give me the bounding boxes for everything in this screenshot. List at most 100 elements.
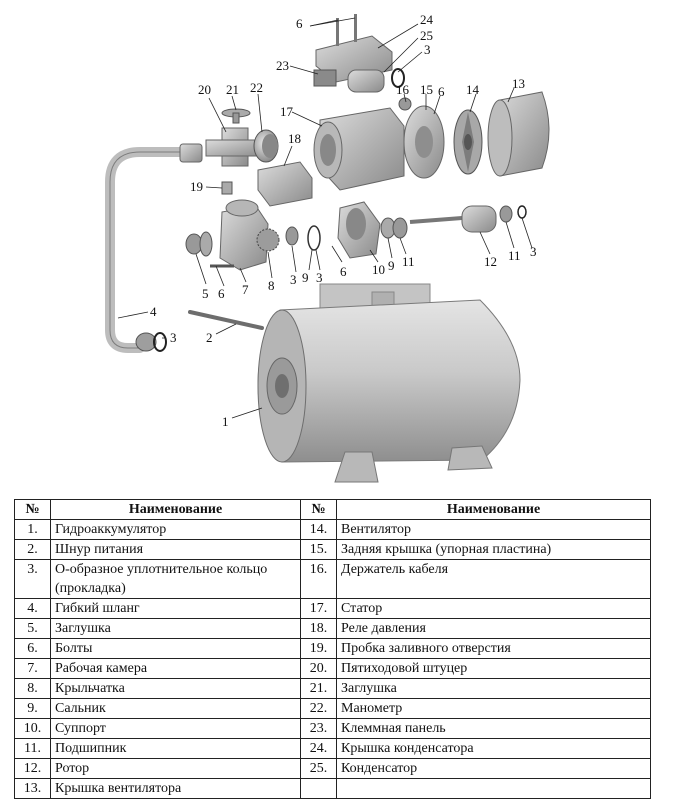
- callout-12: 12: [484, 254, 497, 269]
- part-name-left: Шнур питания: [50, 539, 301, 560]
- callout-9: 9: [302, 270, 309, 285]
- stator-part: [313, 107, 405, 191]
- part-name-right: Задняя крышка (упорная пластина): [336, 539, 651, 560]
- part-number-left: 12.: [14, 758, 51, 779]
- callout-13: 13: [512, 76, 525, 91]
- callout-10: 10: [372, 262, 385, 277]
- part-name-left: Рабочая камера: [50, 658, 301, 679]
- part-number-left: 5.: [14, 618, 51, 639]
- rear-cover-part: [398, 97, 445, 179]
- part-name-left: Болты: [50, 638, 301, 659]
- part-number-left: 7.: [14, 658, 51, 679]
- fan-part: [453, 109, 483, 175]
- callout-6: 6: [438, 84, 445, 99]
- callout-20: 20: [198, 82, 211, 97]
- part-number-left: 6.: [14, 638, 51, 659]
- part-number-right: 21.: [300, 678, 337, 699]
- callout-leaders: [117, 17, 533, 419]
- part-name-left: Заглушка: [50, 618, 301, 639]
- pressure-switch-part: [257, 161, 313, 207]
- callout-6: 6: [218, 286, 225, 301]
- callout-numbers: 6 24 25 3 23 16 15 6 14 13 20 21 22 17 1…: [150, 12, 537, 429]
- part-name-right: Вентилятор: [336, 519, 651, 540]
- part-name-left: Крыльчатка: [50, 678, 301, 699]
- part-number-left: 9.: [14, 698, 51, 719]
- part-name-right: Статор: [336, 598, 651, 619]
- part-name-right: Держатель кабеля: [336, 559, 651, 599]
- part-number-left: 4.: [14, 598, 51, 619]
- part-name-right: Крышка конденсатора: [336, 738, 651, 759]
- header-name-left: Наименование: [50, 499, 301, 520]
- part-number-left: 8.: [14, 678, 51, 699]
- callout-25: 25: [420, 28, 433, 43]
- header-num-left: №: [14, 499, 51, 520]
- part-number-left: 10.: [14, 718, 51, 739]
- part-number-right: 19.: [300, 638, 337, 659]
- parts-table: № Наименование № Наименование 1.Гидроакк…: [14, 499, 651, 799]
- callout-17: 17: [280, 104, 294, 119]
- flexible-hose-part: [105, 143, 203, 353]
- header-num-right: №: [300, 499, 337, 520]
- callout-1: 1: [222, 414, 229, 429]
- callout-4: 4: [150, 304, 157, 319]
- callout-16: 16: [396, 82, 410, 97]
- part-number-right: 17.: [300, 598, 337, 619]
- header-name-right: Наименование: [336, 499, 651, 520]
- callout-2: 2: [206, 330, 213, 345]
- fan-cover-part: [487, 91, 550, 177]
- part-number-right: 15.: [300, 539, 337, 560]
- table-row: 13.Крышка вентилятора: [14, 778, 651, 799]
- tank-part: [257, 283, 521, 483]
- part-name-left: О-образное уплотнительное кольцо (прокла…: [50, 559, 301, 599]
- callout-14: 14: [466, 82, 480, 97]
- part-number-right: 14.: [300, 519, 337, 540]
- part-name-right: Реле давления: [336, 618, 651, 639]
- exploded-view-drawing: 6 24 25 3 23 16 15 6 14 13 20 21 22 17 1…: [105, 12, 550, 483]
- part-number-right: 20.: [300, 658, 337, 679]
- part-number-right: 24.: [300, 738, 337, 759]
- power-cord-part: [188, 310, 264, 330]
- part-number-right: 23.: [300, 718, 337, 739]
- callout-7: 7: [242, 282, 249, 297]
- part-number-right: 25.: [300, 758, 337, 779]
- callout-6: 6: [296, 16, 303, 31]
- callout-9: 9: [388, 258, 395, 273]
- part-number-right: [300, 778, 337, 799]
- part-name-left: Гидроаккумулятор: [50, 519, 301, 540]
- callout-8: 8: [268, 278, 275, 293]
- pump-chamber-group: [185, 199, 280, 271]
- callout-3: 3: [424, 42, 431, 57]
- callout-22: 22: [250, 80, 263, 95]
- part-number-left: 3.: [14, 559, 51, 599]
- callout-11: 11: [402, 254, 415, 269]
- exploded-view-figure: 6 24 25 3 23 16 15 6 14 13 20 21 22 17 1…: [105, 12, 550, 483]
- callout-3: 3: [316, 270, 323, 285]
- callout-6: 6: [340, 264, 347, 279]
- part-name-left: Суппорт: [50, 718, 301, 739]
- part-name-right: [336, 778, 651, 799]
- callout-11: 11: [508, 248, 521, 263]
- part-name-left: Подшипник: [50, 738, 301, 759]
- part-number-left: 13.: [14, 778, 51, 799]
- part-name-right: Заглушка: [336, 678, 651, 699]
- part-number-left: 2.: [14, 539, 51, 560]
- callout-15: 15: [420, 82, 433, 97]
- part-number-right: 16.: [300, 559, 337, 599]
- part-number-left: 11.: [14, 738, 51, 759]
- part-name-right: Манометр: [336, 698, 651, 719]
- part-name-left: Крышка вентилятора: [50, 778, 301, 799]
- seal-support-group: [285, 201, 527, 259]
- callout-5: 5: [202, 286, 209, 301]
- fitting-group: [205, 108, 279, 195]
- part-name-right: Пробка заливного отверстия: [336, 638, 651, 659]
